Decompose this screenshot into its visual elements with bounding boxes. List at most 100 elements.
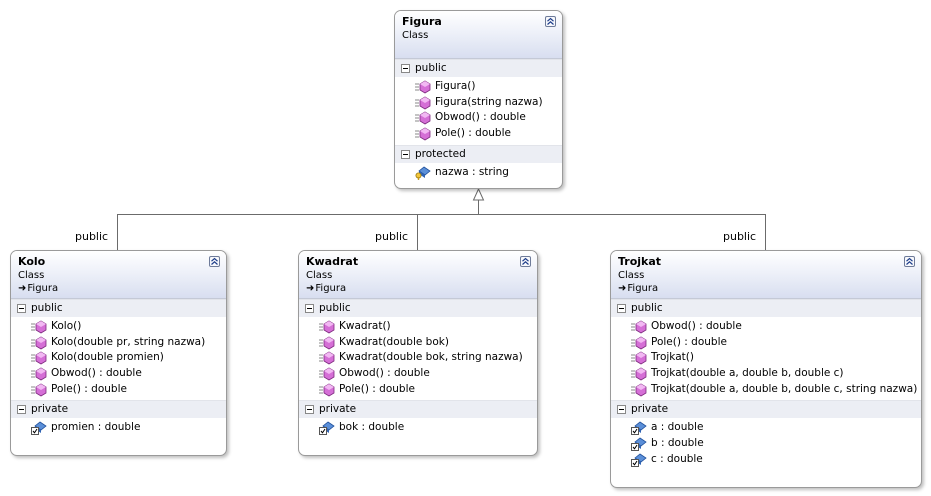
member-list: Figura()Figura(string nazwa) Obwod() : do…: [395, 77, 562, 145]
method-icon: [415, 127, 431, 141]
private-field-icon: [31, 421, 47, 436]
section-protected[interactable]: protected: [395, 144, 562, 163]
collapse-section-icon[interactable]: [617, 405, 626, 415]
inherits-arrow-icon: ➜: [618, 283, 627, 294]
inheritance-arrowhead: [472, 187, 485, 201]
member-item[interactable]: Kwadrat(double bok): [299, 335, 537, 351]
section-public[interactable]: public: [395, 59, 562, 77]
member-item[interactable]: Pole() : double: [11, 382, 226, 398]
member-item[interactable]: Kolo(double promien): [11, 350, 226, 366]
member-text: Obwod() : double: [435, 111, 526, 124]
member-item[interactable]: Obwod() : double: [299, 366, 537, 382]
inheritance-label-kolo: public: [75, 230, 109, 243]
collapse-toggle-icon[interactable]: [904, 256, 915, 267]
member-text: a : double: [651, 421, 704, 434]
method-icon: [415, 80, 431, 94]
class-stereotype: Class: [402, 30, 429, 41]
collapse-section-icon[interactable]: [305, 405, 314, 415]
method-icon: [319, 351, 335, 365]
collapse-toggle-icon[interactable]: [545, 16, 556, 27]
member-item[interactable]: Trojkat(double a, double b, double c): [611, 366, 921, 382]
class-stereotype: Class: [618, 270, 645, 281]
section-title: public: [319, 302, 351, 314]
member-item[interactable]: Figura(string nazwa): [395, 95, 562, 111]
protected-field-icon: [415, 166, 431, 180]
member-text: Kolo(double promien): [51, 351, 164, 364]
base-class: ➜Figura: [618, 282, 915, 295]
member-list: Kwadrat()Kwadrat(double bok)Kwadrat(doub…: [299, 317, 537, 400]
member-item[interactable]: Pole() : double: [611, 335, 921, 351]
collapse-toggle-icon[interactable]: [520, 256, 531, 267]
base-class: ➜Figura: [306, 282, 531, 295]
member-item[interactable]: Obwod() : double: [11, 366, 226, 382]
collapse-section-icon[interactable]: [305, 304, 314, 313]
method-icon: [319, 320, 335, 334]
method-icon: [415, 96, 431, 110]
member-item[interactable]: bok : double: [299, 420, 537, 436]
member-item[interactable]: Kwadrat(): [299, 319, 537, 335]
member-item[interactable]: promien : double: [11, 420, 226, 436]
section-private[interactable]: private: [299, 400, 537, 419]
member-text: Pole() : double: [51, 382, 127, 395]
member-item[interactable]: Kwadrat(double bok, string nazwa): [299, 350, 537, 366]
member-text: Trojkat(double a, double b, double c): [651, 367, 844, 380]
class-stereotype: Class: [18, 270, 45, 281]
inherits-arrow-icon: ➜: [306, 283, 315, 294]
member-text: Figura(string nazwa): [435, 95, 543, 108]
method-icon: [319, 336, 335, 350]
member-list: a : double b : double c : double: [611, 418, 921, 470]
method-icon: [631, 320, 647, 334]
member-item[interactable]: Pole() : double: [299, 382, 537, 398]
collapse-section-icon[interactable]: [17, 405, 26, 415]
member-item[interactable]: Obwod() : double: [395, 110, 562, 126]
section-public[interactable]: public: [611, 299, 921, 317]
member-text: Kolo(double pr, string nazwa): [51, 335, 206, 348]
collapse-section-icon[interactable]: [401, 64, 410, 73]
method-icon: [31, 320, 47, 334]
section-public[interactable]: public: [299, 299, 537, 317]
method-icon: [319, 383, 335, 397]
member-item[interactable]: Trojkat(): [611, 350, 921, 366]
class-name: Kwadrat: [306, 255, 359, 268]
collapse-section-icon[interactable]: [17, 304, 26, 313]
section-title: public: [415, 62, 447, 74]
private-field-icon: [319, 421, 335, 436]
collapse-section-icon[interactable]: [401, 149, 410, 159]
member-item[interactable]: Trojkat(double a, double b, double c, st…: [611, 382, 921, 398]
method-icon: [631, 351, 647, 365]
member-item[interactable]: Kolo(double pr, string nazwa): [11, 335, 226, 351]
member-item[interactable]: b : double: [611, 436, 921, 452]
member-item[interactable]: Obwod() : double: [611, 319, 921, 335]
member-item[interactable]: Figura(): [395, 79, 562, 95]
method-icon: [631, 336, 647, 350]
member-item[interactable]: Pole() : double: [395, 126, 562, 142]
member-item[interactable]: a : double: [611, 420, 921, 436]
section-public[interactable]: public: [11, 299, 226, 317]
member-text: Obwod() : double: [339, 367, 430, 380]
private-field-icon: [631, 453, 647, 467]
member-item[interactable]: Kolo(): [11, 319, 226, 335]
base-class-name: Figura: [627, 283, 659, 294]
method-icon: [31, 367, 47, 381]
method-icon: [31, 383, 47, 397]
member-item[interactable]: nazwa : string: [395, 165, 562, 181]
collapse-toggle-icon[interactable]: [209, 256, 220, 267]
method-icon: [31, 351, 47, 365]
section-private[interactable]: private: [11, 400, 226, 419]
member-text: Pole() : double: [435, 127, 511, 140]
section-private[interactable]: private: [611, 400, 921, 419]
member-text: c : double: [651, 452, 703, 465]
collapse-section-icon[interactable]: [617, 304, 626, 313]
inherits-arrow-icon: ➜: [18, 283, 27, 294]
member-text: b : double: [651, 437, 704, 450]
inheritance-label-trojkat: public: [723, 230, 757, 243]
member-item[interactable]: c : double: [611, 452, 921, 468]
